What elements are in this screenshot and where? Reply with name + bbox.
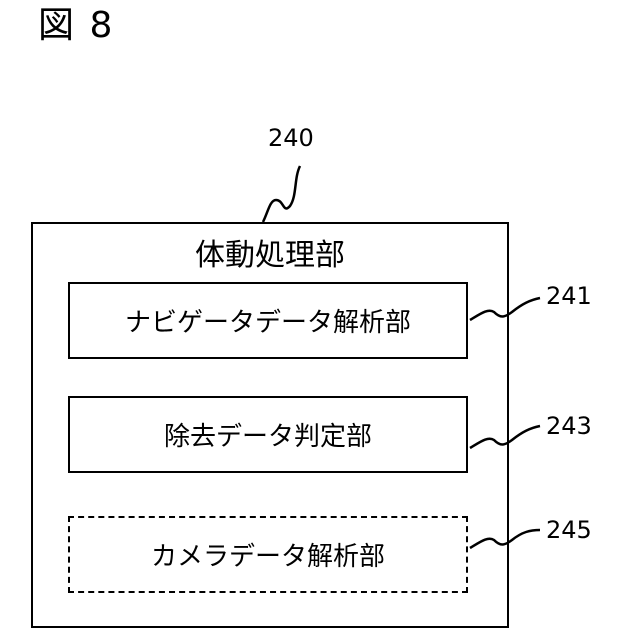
leader-line-240	[263, 166, 300, 222]
ref-number-241: 241	[546, 282, 592, 310]
ref-number-245: 245	[546, 516, 592, 544]
figure-label: 図 8	[38, 4, 114, 48]
component-label-245: カメラデータ解析部	[151, 536, 385, 573]
outer-box-title: 体動処理部	[0, 236, 540, 276]
component-label-241: ナビゲータデータ解析部	[125, 302, 411, 339]
ref-number-243: 243	[546, 412, 592, 440]
outer-ref-number: 240	[268, 124, 314, 152]
component-box-241: ナビゲータデータ解析部	[68, 282, 468, 359]
component-box-243: 除去データ判定部	[68, 396, 468, 473]
component-box-245: カメラデータ解析部	[68, 516, 468, 593]
component-label-243: 除去データ判定部	[164, 416, 372, 453]
